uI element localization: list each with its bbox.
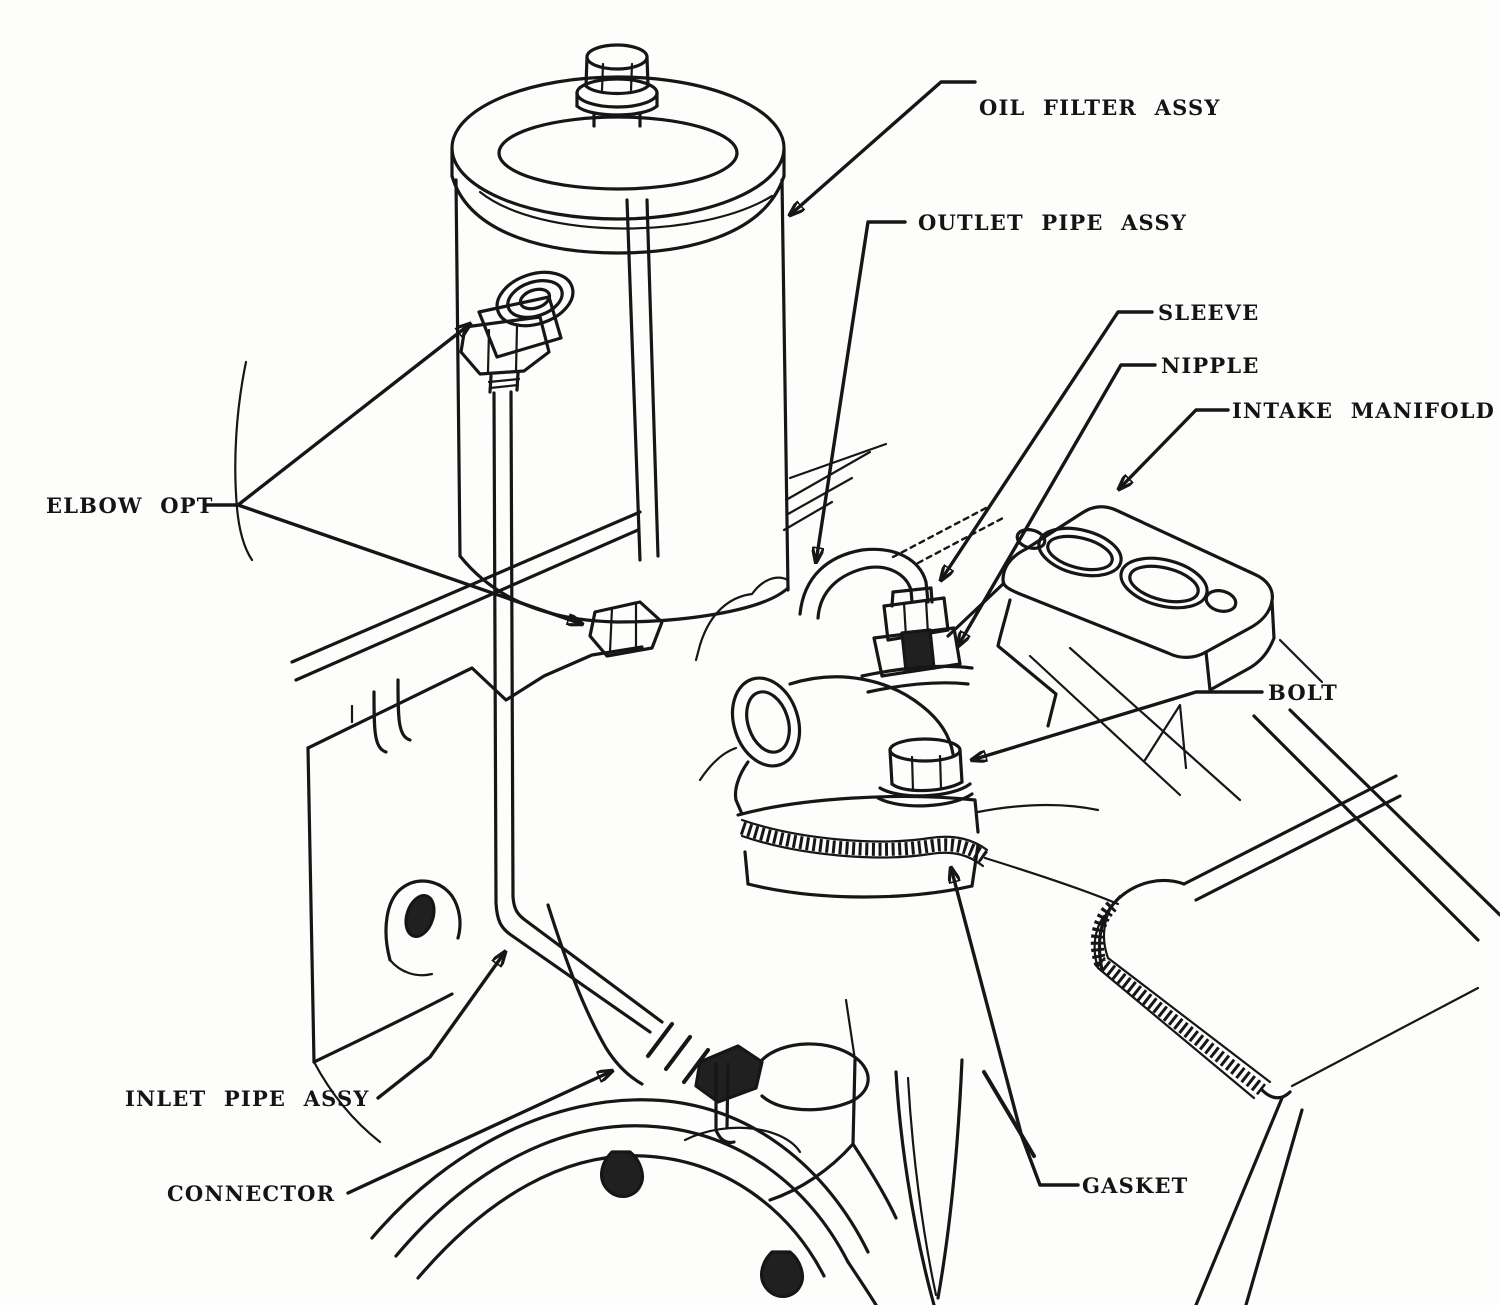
leader-lines [203,80,1264,1195]
intake-manifold-drawing [946,505,1500,942]
leader-inlet-pipe-assy [376,952,505,1100]
label-outlet-pipe-assy: OUTLET PIPE ASSY [918,210,1188,235]
inlet-pipe-drawing [492,390,664,1034]
elbow-fitting-drawing [459,270,575,394]
label-gasket: GASKET [1082,1173,1189,1198]
connector-drawing [646,1022,870,1154]
label-nipple: NIPPLE [1161,353,1260,378]
leader-bolt [972,690,1264,760]
label-intake-manifold: INTAKE MANIFOLD [1232,398,1496,423]
label-oil-filter-assy: OIL FILTER ASSY [979,95,1221,120]
engine-block-drawing [312,879,1036,1305]
leader-outlet-pipe-assy [816,220,907,562]
label-elbow-opt: ELBOW OPT [46,493,214,518]
sleeve-nipple-drawing [860,586,974,694]
leader-oil-filter-assy [790,80,977,215]
leader-intake-manifold [1119,408,1230,489]
leader-sleeve [941,310,1154,580]
leader-elbow-opt-lower [236,503,582,624]
leader-elbow-opt-upper [236,324,470,507]
valve-cover-right-drawing [1090,774,1480,1305]
label-inlet-pipe-assy: INLET PIPE ASSY [125,1086,370,1111]
label-connector: CONNECTOR [167,1181,336,1206]
leader-connector [346,1071,612,1195]
label-sleeve: SLEEVE [1158,300,1260,325]
leader-nipple [958,363,1157,646]
valve-cover-left-drawing [234,360,644,1064]
bolt-drawing [876,737,974,808]
outlet-pipe-drawing [694,506,1005,662]
leader-gasket [951,868,1080,1187]
label-bolt: BOLT [1268,680,1338,705]
thermostat-housing-drawing [698,675,1120,1062]
housing-gasket-drawing [739,818,989,868]
